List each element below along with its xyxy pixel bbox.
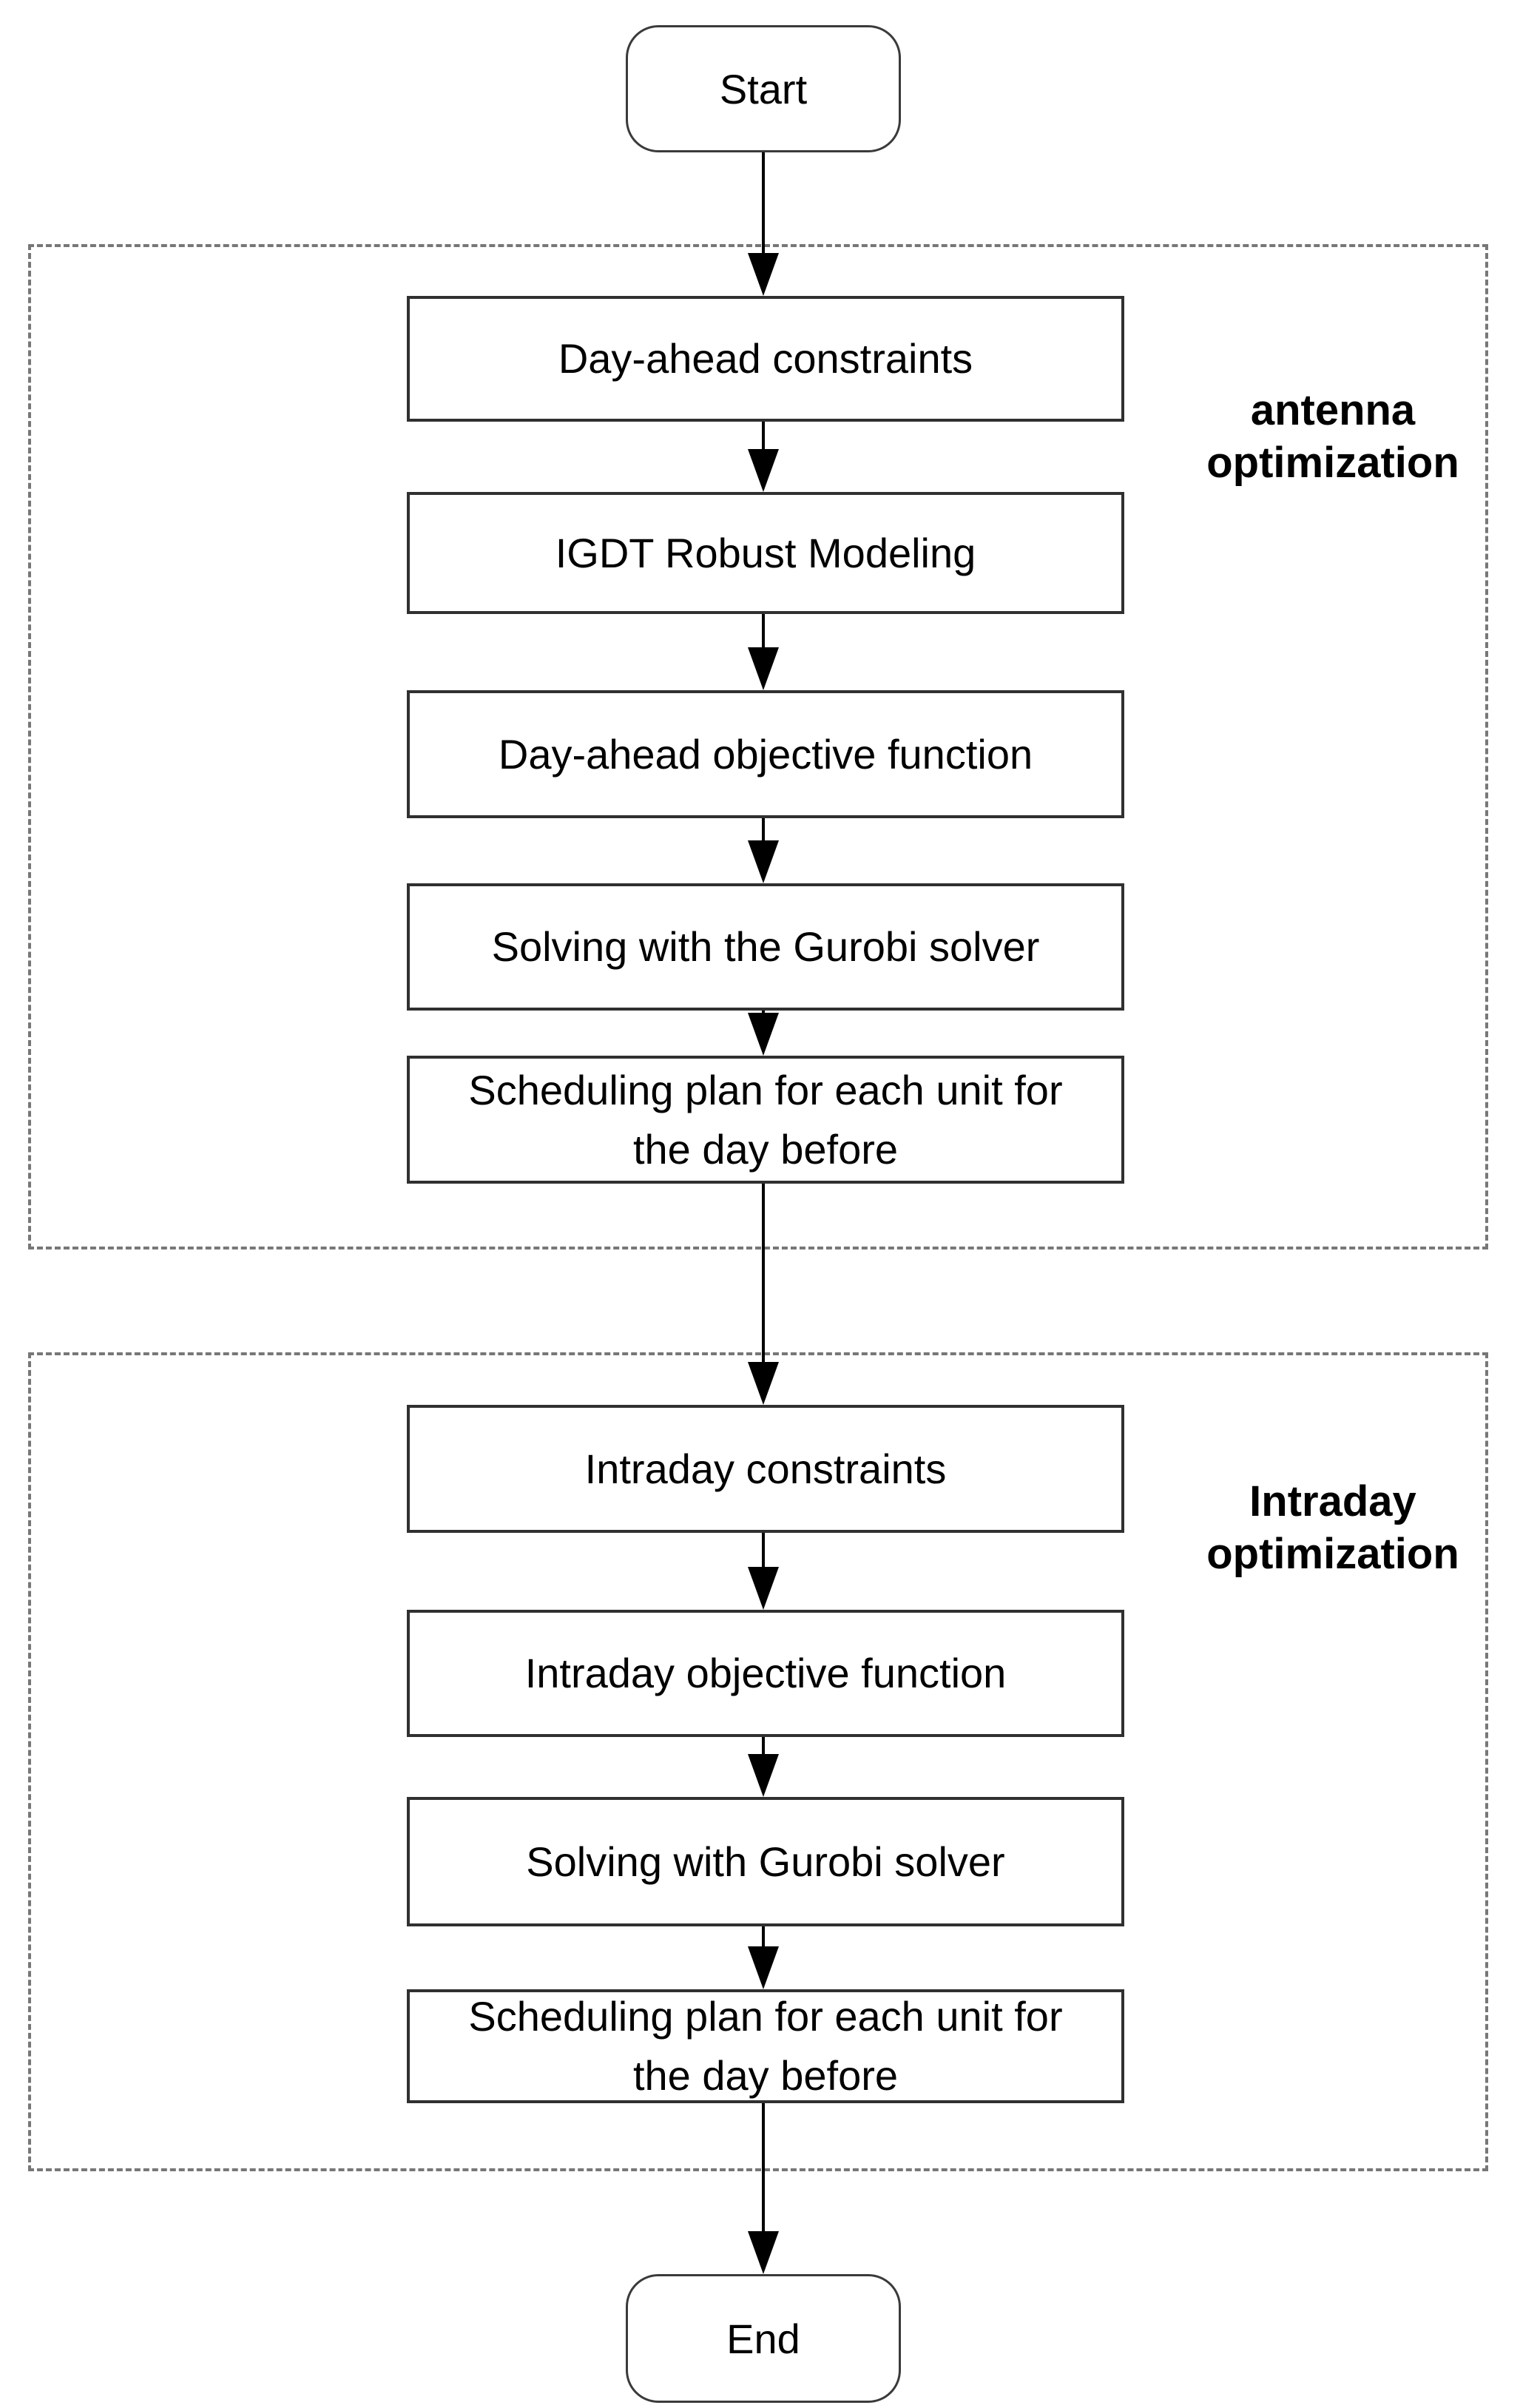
arrow-start-to-day-ahead-constraints [762,152,765,256]
intraday-group-label: Intraday optimization [1206,1477,1459,1578]
arrow-head [748,1362,779,1405]
arrow-head [748,449,779,492]
arrow-scheduling-to-intraday-constraints [762,1184,765,1365]
arrow-scheduling-to-end [762,2103,765,2234]
node-solving-with-gurobi-solver: Solving with Gurobi solver [407,1797,1124,1926]
node-scheduling-plan-intraday: Scheduling plan for each unit for the da… [407,1989,1124,2103]
node-intraday-objective-function: Intraday objective function [407,1610,1124,1737]
node-intraday-constraints: Intraday constraints [407,1405,1124,1533]
arrow-head [748,1754,779,1797]
day-ahead-optimization-group-box [28,244,1488,1249]
node-solving-with-the-gurobi-solver: Solving with the Gurobi solver [407,883,1124,1011]
node-scheduling-plan-day-ahead: Scheduling plan for each unit for the da… [407,1056,1124,1184]
arrow-head [748,647,779,690]
day-ahead-group-label: antenna optimization [1206,386,1459,487]
arrow-constraints-to-igdt [762,422,765,452]
arrow-head [748,840,779,883]
node-day-ahead-constraints: Day-ahead constraints [407,296,1124,422]
arrow-head [748,253,779,296]
arrow-intraday-constraints-to-objective [762,1533,765,1570]
end-node: End [626,2274,901,2403]
arrow-head [748,1013,779,1056]
arrow-intraday-solving-to-scheduling [762,1926,765,1949]
arrow-head [748,1946,779,1989]
arrow-igdt-to-objective [762,614,765,650]
node-day-ahead-objective-function: Day-ahead objective function [407,690,1124,818]
arrow-objective-to-solving [762,818,765,843]
start-node: Start [626,25,901,152]
arrow-intraday-objective-to-solving [762,1737,765,1757]
node-igdt-robust-modeling: IGDT Robust Modeling [407,492,1124,614]
arrow-head [748,2231,779,2274]
intraday-optimization-group-box [28,1352,1488,2171]
arrow-head [748,1567,779,1610]
